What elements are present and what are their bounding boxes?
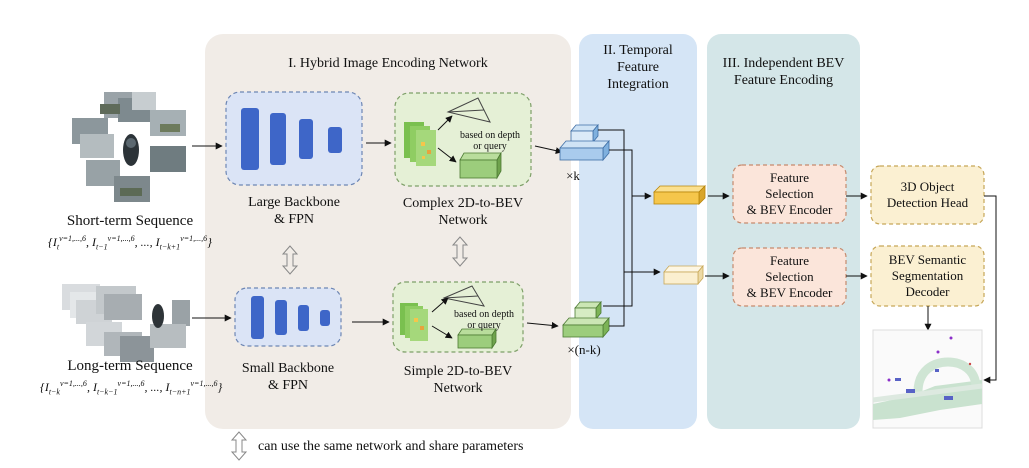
complex-based-on-line2: or query <box>473 141 507 152</box>
complex-based-on-text: based on depth or query <box>447 130 533 152</box>
segmentation-decoder-line3: Decoder <box>905 284 950 299</box>
simple-bev-label: Simple 2D-to-BEV Network <box>373 363 543 397</box>
temporal-title-line2: Feature <box>617 60 659 75</box>
short-term-camera-images <box>72 92 186 202</box>
temporal-title-line1: II. Temporal <box>603 43 673 58</box>
temporal-section-bg <box>579 34 697 429</box>
short-term-bev-cubes <box>559 123 610 162</box>
large-backbone-line1: Large Backbone <box>248 195 340 210</box>
long-term-multiplier: ×(n-k) <box>567 342 601 357</box>
long-term-notation: {It−kv=1,...,6, It−k−1v=1,...,6, ..., It… <box>40 379 223 397</box>
short-term-notation: {Itv=1,...,6, It−1v=1,...,6, ..., It−k+1… <box>48 234 212 252</box>
shared-arrow-bev <box>451 236 469 267</box>
feature-selection-top-line3: & BEV Encoder <box>746 202 833 217</box>
fused-long-term-feature <box>663 264 704 286</box>
small-backbone-label: Small Backbone & FPN <box>222 360 354 394</box>
large-backbone-box <box>225 91 363 186</box>
feature-selection-top-label: Feature Selection & BEV Encoder <box>733 170 846 218</box>
segmentation-decoder-label: BEV Semantic Segmentation Decoder <box>871 252 984 300</box>
detection-head-box <box>870 165 985 225</box>
small-backbone-line2: & FPN <box>267 378 309 393</box>
complex-arrows <box>437 115 457 163</box>
feature-selection-top-line1: Feature <box>770 170 809 185</box>
shared-arrow-backbone <box>281 245 299 275</box>
hybrid-section-title: I. Hybrid Image Encoding Network <box>288 56 488 71</box>
independent-section-bg <box>707 34 860 429</box>
detection-head-label: 3D Object Detection Head <box>871 179 984 211</box>
independent-title-line1: III. Independent BEV <box>722 56 845 71</box>
complex-feature-stack <box>404 122 436 166</box>
segmentation-decoder-line2: Segmentation <box>891 268 964 283</box>
complex-frustum-icon <box>446 97 491 123</box>
large-backbone-label: Large Backbone & FPN <box>226 194 362 228</box>
detection-head-line2: Detection Head <box>886 195 969 210</box>
feature-selection-box-top <box>732 164 847 224</box>
small-backbone-bars <box>251 296 330 339</box>
independent-section-title: III. Independent BEV Feature Encoding <box>707 55 860 89</box>
simple-based-on-line2: or query <box>467 320 501 331</box>
temporal-section-title: II. Temporal Feature Integration <box>579 42 697 93</box>
complex-based-on-line1: based on depth <box>460 130 520 141</box>
simple-frustum-icon <box>442 285 486 307</box>
feature-selection-top-line2: Selection <box>765 186 814 201</box>
bev-output-map <box>872 329 983 429</box>
long-term-sequence-label: Long-term Sequence {It−kv=1,...,6, It−k−… <box>40 357 223 401</box>
simple-based-on-line1: based on depth <box>454 309 514 320</box>
feature-selection-box-bottom <box>732 247 847 307</box>
feature-selection-bottom-line2: Selection <box>765 269 814 284</box>
long-term-bev-cubes <box>562 300 610 339</box>
temporal-title-line3: Integration <box>607 77 669 92</box>
short-term-title: Short-term Sequence <box>66 213 194 229</box>
long-term-title: Long-term Sequence <box>67 358 193 374</box>
legend-double-arrow-icon <box>230 431 248 461</box>
fused-short-term-feature <box>653 185 706 205</box>
segmentation-decoder-line1: BEV Semantic <box>888 252 967 267</box>
simple-arrows <box>431 297 453 339</box>
small-backbone-line1: Small Backbone <box>241 361 335 376</box>
independent-title-line2: Feature Encoding <box>733 73 834 88</box>
large-backbone-line2: & FPN <box>273 212 315 227</box>
complex-bev-cube <box>459 151 502 180</box>
simple-bev-line2: Network <box>433 381 483 396</box>
complex-bev-label: Complex 2D-to-BEV Network <box>378 195 548 229</box>
feature-selection-bottom-line1: Feature <box>770 253 809 268</box>
temporal-connector-lines <box>598 129 661 327</box>
simple-bev-line1: Simple 2D-to-BEV <box>403 364 513 379</box>
simple-feature-stack <box>400 303 428 341</box>
large-backbone-bars <box>241 108 342 170</box>
feature-selection-bottom-line3: & BEV Encoder <box>746 285 833 300</box>
short-term-sequence-label: Short-term Sequence {Itv=1,...,6, It−1v=… <box>40 212 220 256</box>
complex-bev-line2: Network <box>438 213 488 228</box>
encoding-flow-arrows <box>192 139 563 329</box>
feature-selection-bottom-label: Feature Selection & BEV Encoder <box>733 253 846 301</box>
detection-head-line1: 3D Object <box>900 179 955 194</box>
complex-bev-line1: Complex 2D-to-BEV <box>402 196 524 211</box>
short-term-multiplier: ×k <box>566 168 580 183</box>
head-flow-arrows <box>705 192 997 384</box>
simple-bev-cube <box>457 327 497 350</box>
legend-text: can use the same network and share param… <box>258 439 524 454</box>
long-term-camera-images <box>62 284 190 362</box>
simple-based-on-text: based on depth or query <box>441 309 527 331</box>
